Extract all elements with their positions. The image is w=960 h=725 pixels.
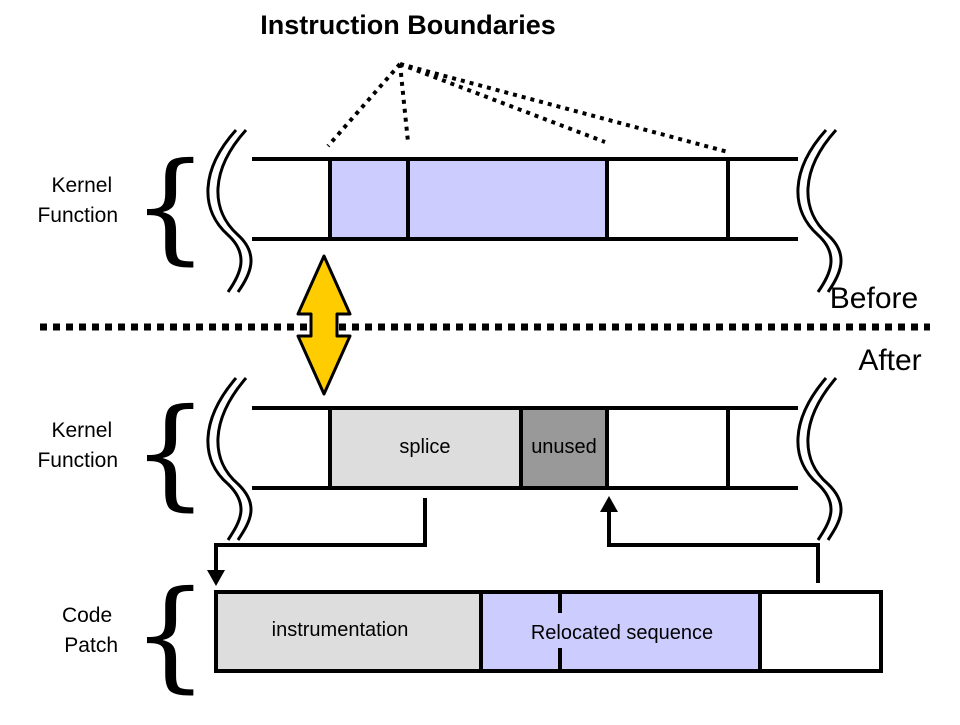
kernel-function-label-top: Kernel Function: [37, 174, 118, 227]
relocated-label: Relocated sequence: [531, 622, 713, 644]
leader-line: [399, 62, 606, 144]
unused-segment: [521, 408, 607, 488]
break-mark-left: [206, 128, 253, 293]
leader-line: [399, 62, 729, 154]
boundary-leaders: [326, 62, 729, 154]
kernel-function-before: [206, 128, 843, 293]
leader-line: [398, 63, 410, 143]
code-patch-label: Code Patch: [62, 604, 118, 657]
kernel-function-after: splice unused: [206, 377, 843, 541]
after-label: After: [858, 344, 921, 377]
relocated-segment: [481, 592, 760, 671]
splice-label: splice: [399, 436, 450, 458]
brace-middle: {: [132, 384, 208, 523]
arrow-down-icon: [207, 570, 225, 586]
code-patch: instrumentation Relocated sequence: [214, 590, 883, 673]
kernel-function-label-bottom: Kernel Function: [37, 419, 118, 472]
break-mark-left: [206, 377, 253, 541]
return-arrow: [600, 496, 820, 583]
diagram-title: Instruction Boundaries: [260, 10, 556, 40]
unused-label: unused: [531, 436, 597, 458]
break-mark-right: [796, 377, 843, 541]
jump-to-patch-arrow: [207, 498, 427, 586]
before-label: Before: [830, 282, 918, 315]
instrumentation-label: instrumentation: [272, 619, 409, 641]
highlighted-instructions: [330, 159, 607, 239]
patch-outline: [214, 590, 883, 673]
splice-segment: [330, 408, 521, 488]
break-mark-right: [796, 128, 843, 293]
brace-top: {: [132, 138, 208, 277]
arrow-up-icon: [600, 496, 618, 512]
leader-line: [326, 62, 402, 148]
brace-bottom: {: [132, 566, 208, 705]
transform-arrow-icon: [296, 254, 352, 396]
instrumentation-segment: [216, 592, 481, 671]
